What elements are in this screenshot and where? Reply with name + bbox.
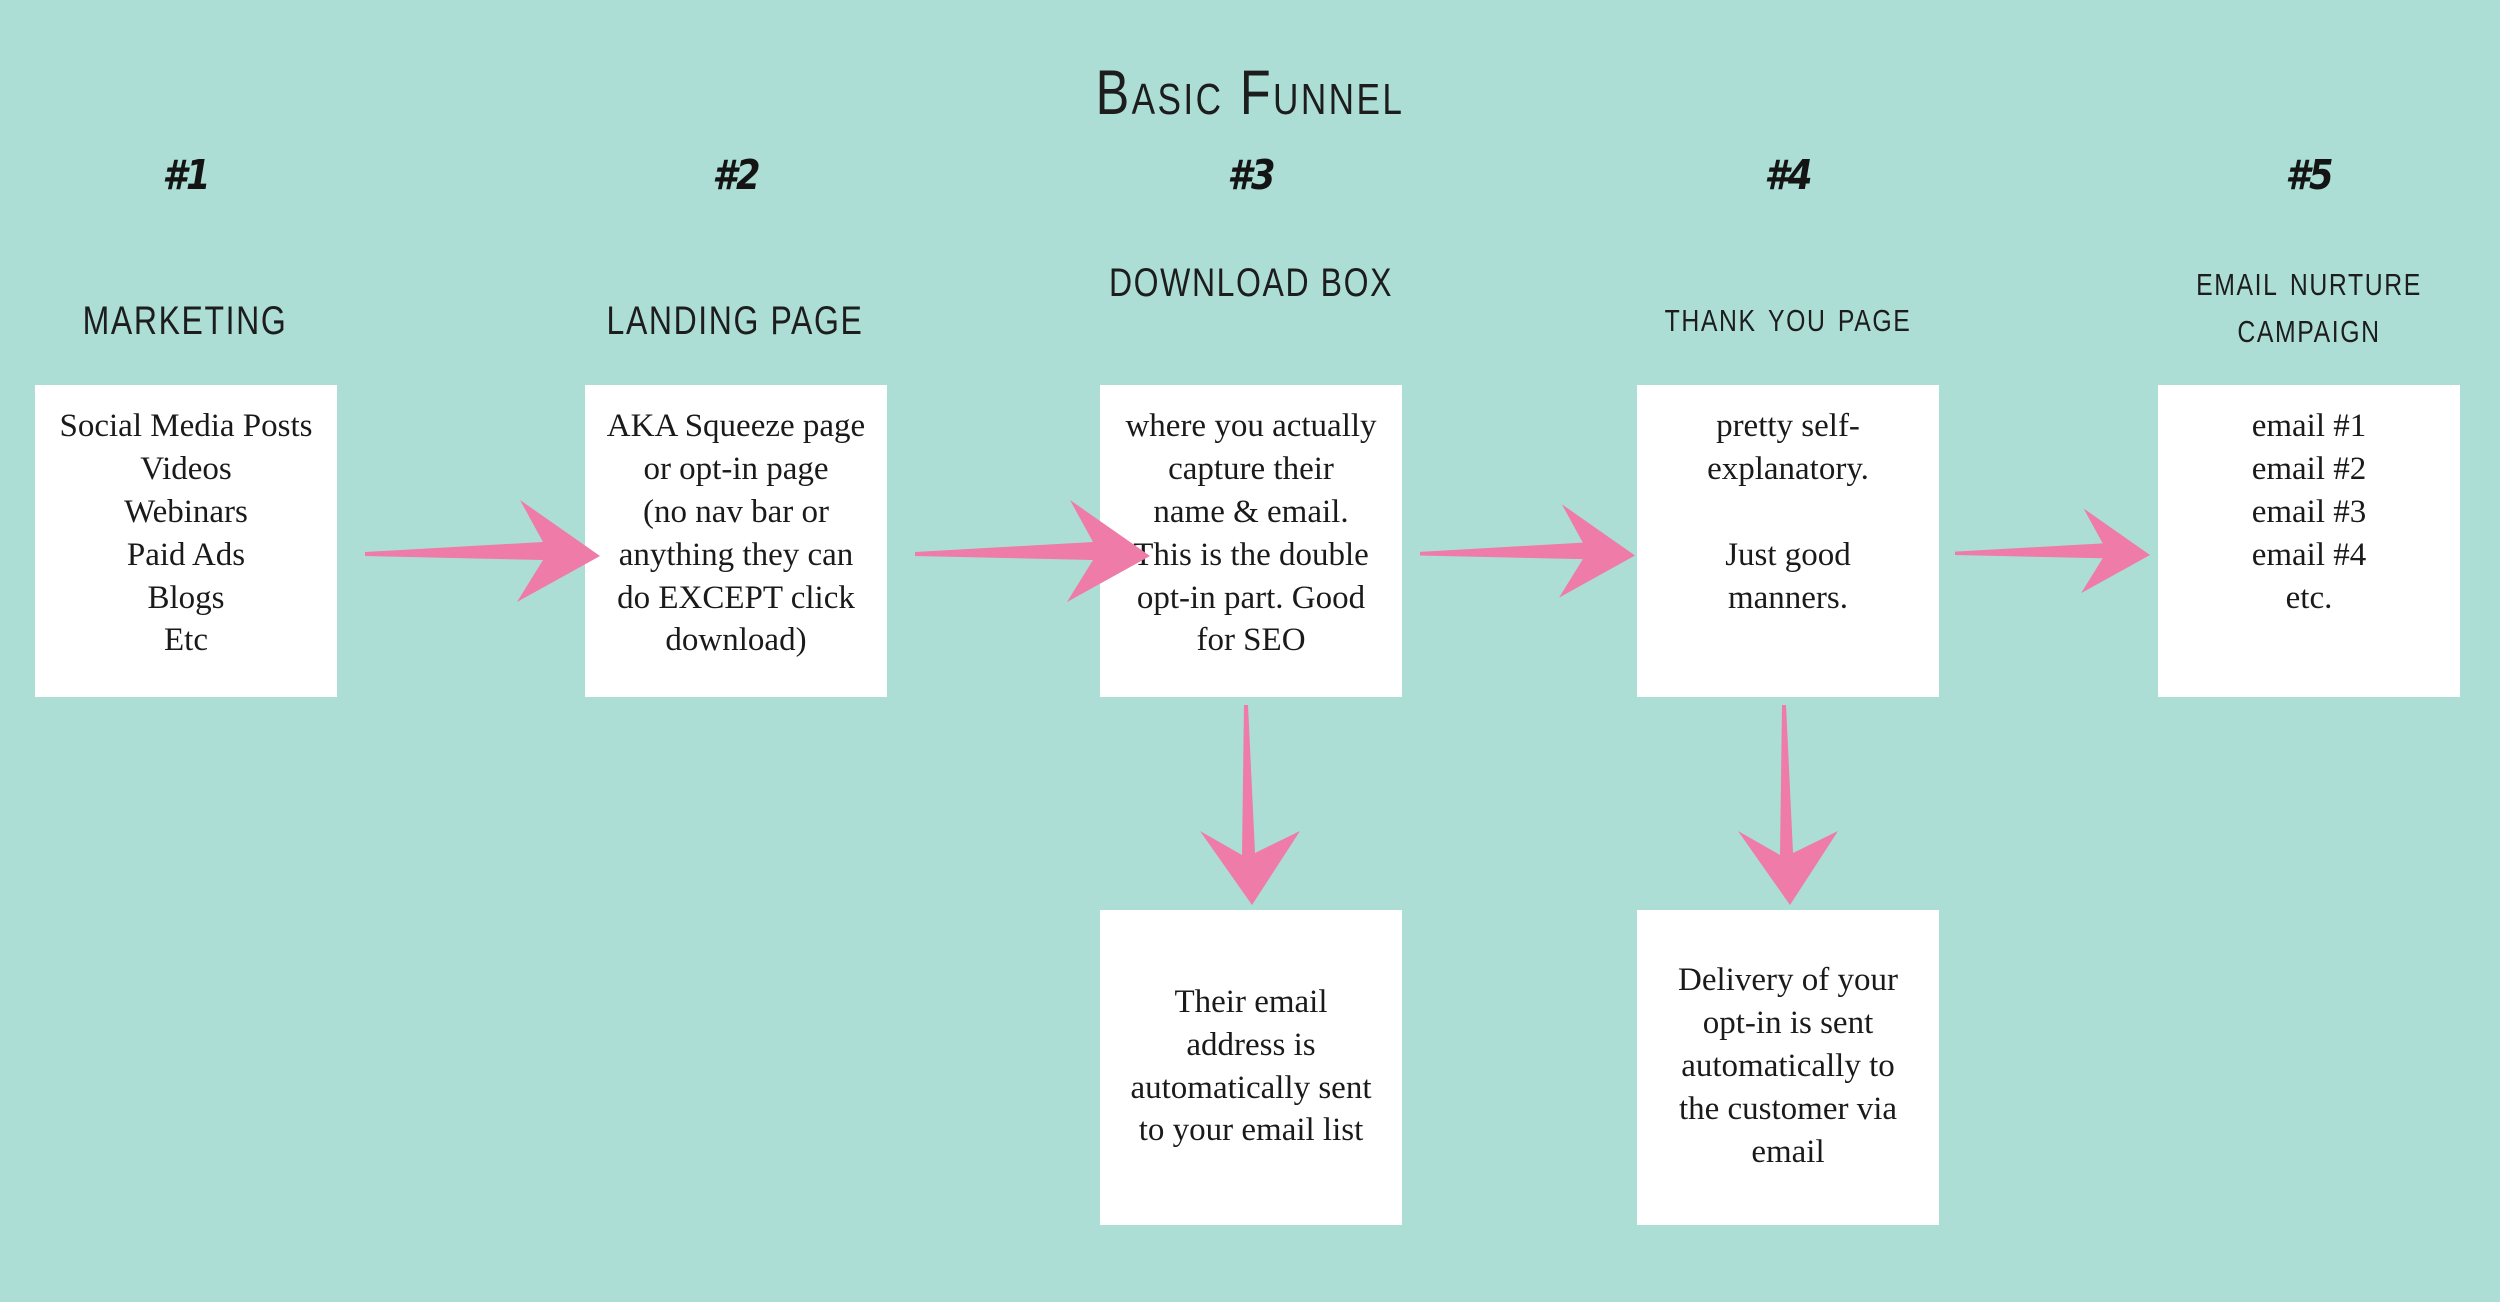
stage-card-text: where you actually capture their name & … (1125, 408, 1377, 659)
substage-card-text: Delivery of your opt-in is sent automati… (1678, 962, 1898, 1170)
down-arrow-icon-2 (1738, 705, 1838, 905)
stage-card-landing-page: AKA Squeeze page or opt-in page (no nav … (585, 385, 887, 697)
right-arrow-icon-3 (1420, 504, 1635, 598)
stage-heading-download-box: Download Box (1108, 261, 1394, 305)
step-number-4: #4 (1764, 151, 1812, 199)
substage-card-delivery: Delivery of your opt-in is sent automati… (1637, 910, 1939, 1225)
down-arrow-icon-1 (1200, 705, 1300, 905)
stage-card-text: AKA Squeeze page or opt-in page (no nav … (606, 408, 866, 659)
step-number-3: #3 (1227, 151, 1275, 199)
substage-card-text: Their email address is automatically sen… (1130, 983, 1372, 1149)
stage-card-text: email #1 email #2 email #3 email #4 etc. (2251, 408, 2367, 616)
right-arrow-icon-1 (365, 500, 600, 602)
stage-heading-thank-you-page: Thank You Page (1664, 292, 1912, 341)
page-title: Basic Funnel (1095, 58, 1405, 128)
stage-card-email-nurture-campaign: email #1 email #2 email #3 email #4 etc. (2158, 385, 2460, 697)
stage-card-marketing: Social Media Posts Videos Webinars Paid … (35, 385, 337, 697)
stage-card-download-box: where you actually capture their name & … (1100, 385, 1402, 697)
step-number-1: #1 (162, 151, 210, 199)
stage-card-thank-you-page: pretty self- explanatory. Just good mann… (1637, 385, 1939, 697)
step-number-2: #2 (712, 151, 760, 199)
stage-heading-marketing: Marketing (82, 299, 288, 343)
stage-heading-landing-page: Landing Page (606, 299, 864, 343)
substage-card-email-list: Their email address is automatically sen… (1100, 910, 1402, 1225)
right-arrow-icon-2 (915, 500, 1150, 602)
step-number-5: #5 (2285, 151, 2333, 199)
right-arrow-icon-4 (1955, 508, 2150, 594)
stage-card-text: Social Media Posts Videos Webinars Paid … (59, 408, 313, 659)
stage-heading-email-nurture-campaign: Email Nurture Campaign (2196, 256, 2422, 352)
stage-card-text: pretty self- explanatory. Just good mann… (1707, 408, 1869, 616)
